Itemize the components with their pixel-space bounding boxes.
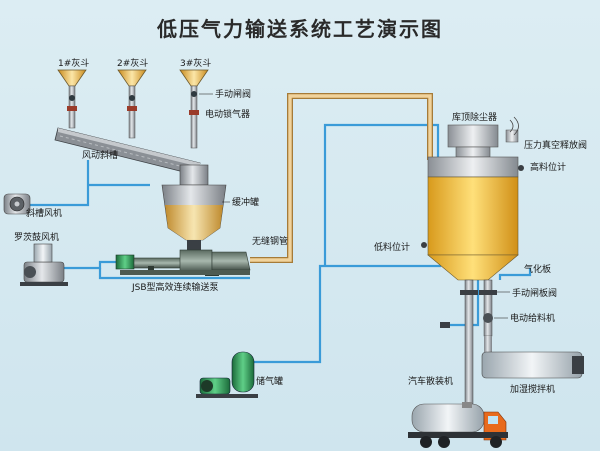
buffer-tank	[161, 164, 227, 254]
electric-lock-valve-icon	[189, 110, 199, 115]
low-level-meter-label: 低料位计	[374, 241, 410, 253]
electric-feeder-label: 电动给料机	[510, 312, 555, 324]
pump-label: JSB型高效连续输送泵	[131, 281, 219, 293]
humidifying-mixer-label: 加湿搅拌机	[510, 383, 555, 395]
manual-plate-valve-label: 手动闸板阀	[512, 287, 557, 299]
manual-plate-valve-icon	[479, 290, 497, 295]
tanker-truck	[408, 402, 508, 448]
truck-loader-label: 汽车散装机	[408, 375, 453, 387]
gasification-plate-label: 气化板	[524, 263, 551, 275]
hopper-1	[57, 69, 87, 129]
signal-icon	[509, 116, 519, 136]
roof-dust-collector-label: 库顶除尘器	[452, 111, 497, 123]
low-level-meter-icon	[421, 242, 427, 248]
pressure-vacuum-valve-label: 压力真空释放阀	[524, 139, 587, 151]
manual-gate-valve-icon	[191, 91, 197, 97]
humidifying-mixer	[481, 336, 584, 379]
slide-fan-label: 斜槽风机	[26, 207, 62, 219]
hopper-3-label: 3#灰斗	[180, 57, 211, 69]
material-pipe	[250, 93, 433, 263]
hopper-2	[117, 69, 147, 139]
slide-fan	[3, 193, 31, 215]
silo	[421, 116, 524, 281]
air-slide	[54, 127, 201, 176]
gas-tank-label: 储气罐	[256, 375, 283, 387]
hopper-3	[179, 69, 209, 149]
continuous-pump	[115, 249, 251, 276]
roof-dust-collector	[447, 124, 499, 148]
buffer-tank-label: 缓冲罐	[232, 196, 259, 208]
hopper-1-label: 1#灰斗	[58, 57, 89, 69]
silo-air-pipe	[323, 123, 440, 266]
gasification-pipe	[498, 268, 532, 280]
electric-lock-valve-label: 电动锁气器	[205, 108, 250, 120]
hopper-2-label: 2#灰斗	[117, 57, 148, 69]
air-slide-label: 风动斜槽	[82, 149, 118, 161]
roots-air-pipe-2	[98, 268, 250, 280]
roots-air-pipe	[60, 260, 118, 270]
gas-air-pipe	[250, 252, 442, 364]
high-level-meter-icon	[518, 165, 524, 171]
high-level-meter-label: 高料位计	[530, 161, 566, 173]
seamless-pipe-label: 无缝钢管	[252, 235, 288, 247]
page-title: 低压气力输送系统工艺演示图	[156, 17, 443, 41]
roots-blower-label: 罗茨鼓风机	[14, 231, 59, 243]
electric-feeder-icon	[483, 313, 493, 323]
roots-blower	[20, 243, 68, 286]
manual-gate-valve-label: 手动闸阀	[215, 88, 251, 100]
gas-tank	[196, 351, 258, 398]
slide-air-pipe	[30, 160, 90, 207]
